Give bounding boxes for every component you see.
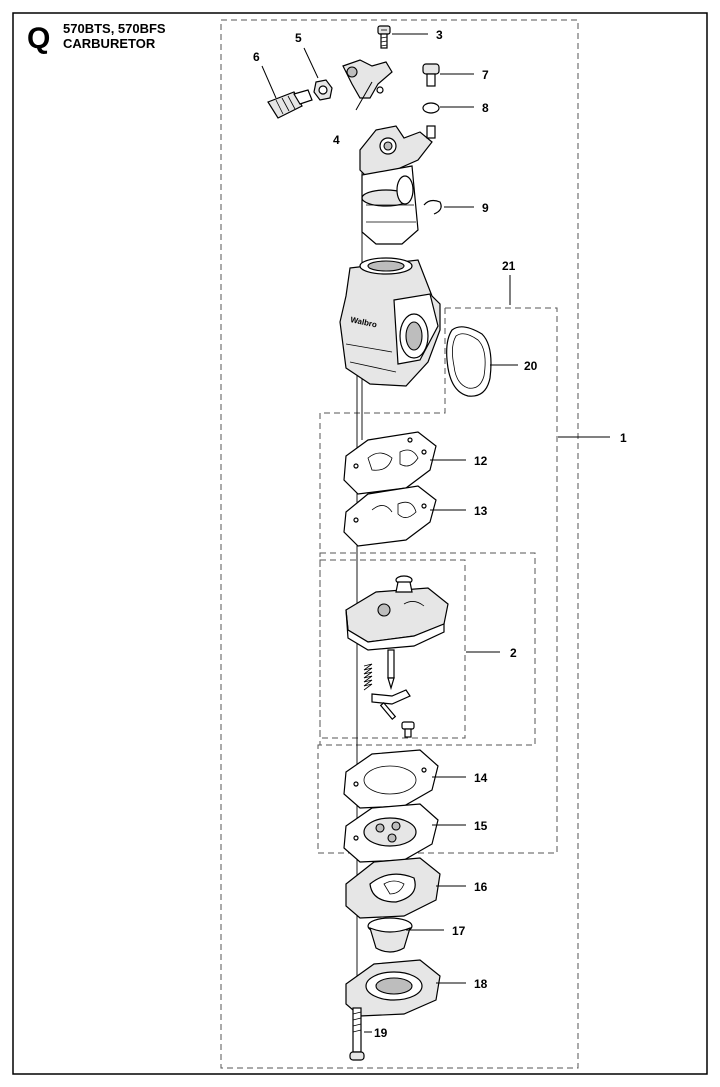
callout-13: 13 (474, 504, 488, 518)
part-17-cup (367, 917, 413, 953)
leader-lines (261, 33, 610, 1033)
callout-5: 5 (295, 31, 302, 45)
callout-19: 19 (374, 1026, 388, 1040)
part-20-gasket (446, 326, 492, 397)
section-letter: Q (27, 22, 50, 55)
callout-15: 15 (474, 819, 488, 833)
part-14-gasket (343, 749, 439, 809)
assembly-box-21-upper (319, 308, 446, 553)
assembly-box-2-outer (319, 552, 536, 746)
part-2-metering-body (345, 575, 449, 738)
callout-8: 8 (482, 101, 489, 115)
carburetor-body: Walbro (339, 257, 441, 387)
part-12-gasket (343, 431, 437, 495)
callout-12: 12 (474, 454, 488, 468)
callout-6: 6 (253, 50, 260, 64)
part-3-screw (377, 25, 391, 49)
callout-9: 9 (482, 201, 489, 215)
model-numbers: 570BTS, 570BFS (63, 21, 166, 36)
part-9-clip (423, 199, 442, 215)
part-19-screw (349, 1007, 365, 1061)
callout-1: 1 (620, 431, 627, 445)
part-18-housing (345, 959, 441, 1017)
diagram-title: CARBURETOR (63, 36, 156, 51)
assembly-box-1 (220, 19, 579, 1069)
throttle-shaft-assembly (359, 125, 436, 245)
page-border (12, 12, 708, 1075)
assembly-box-21 (317, 307, 558, 854)
part-8-oring (422, 102, 440, 114)
part-4-lever (342, 59, 393, 99)
callout-16: 16 (474, 880, 488, 894)
part-16-cover (345, 857, 441, 919)
callout-18: 18 (474, 977, 488, 991)
callout-14: 14 (474, 771, 488, 785)
part-13-gasket (343, 485, 437, 547)
callout-20: 20 (524, 359, 538, 373)
callout-3: 3 (436, 28, 443, 42)
assembly-box-2-inner (319, 559, 466, 739)
part-7-plug (422, 63, 440, 87)
callout-4: 4 (333, 133, 340, 147)
callout-17: 17 (452, 924, 466, 938)
callout-21: 21 (502, 259, 516, 273)
part-5-nut (313, 79, 333, 101)
callout-7: 7 (482, 68, 489, 82)
part-15-diaphragm (343, 803, 439, 863)
callout-2: 2 (510, 646, 517, 660)
part-6-adjuster (267, 89, 313, 119)
